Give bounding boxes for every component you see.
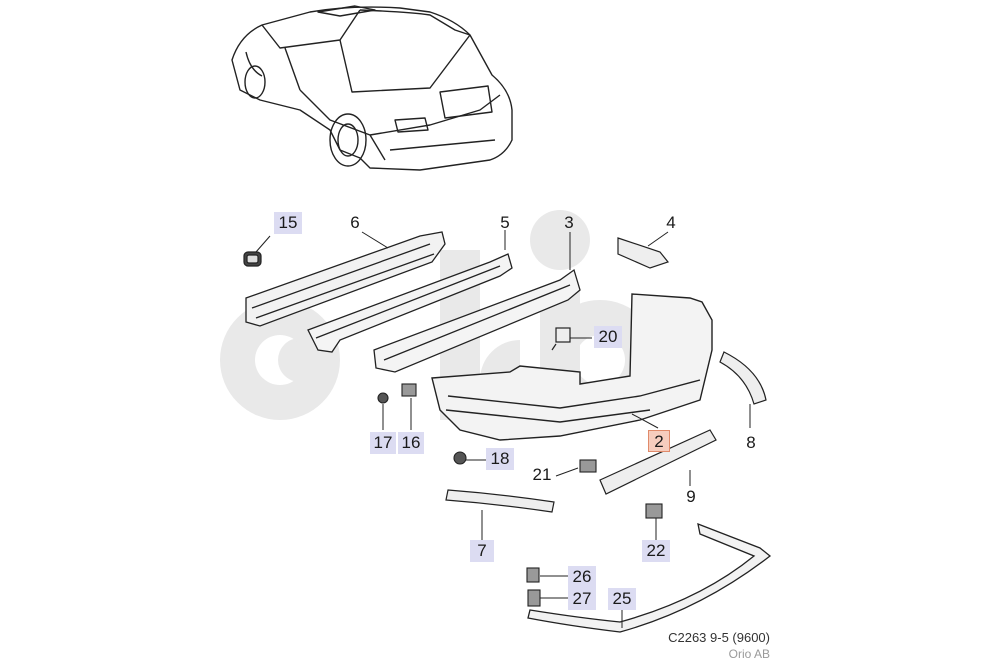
callout-6-text: 6	[350, 213, 360, 232]
callout-20[interactable]: 20	[594, 326, 622, 348]
leader-lines	[255, 230, 751, 628]
small-fasteners	[377, 383, 663, 607]
callout-16[interactable]: 16	[398, 432, 424, 454]
callout-2[interactable]: 2	[648, 430, 670, 452]
callout-4-text: 4	[666, 213, 676, 232]
callout-8-text: 8	[746, 433, 756, 452]
callout-25-text: 25	[612, 589, 632, 608]
callout-7-text: 7	[477, 541, 487, 560]
part-5-bumper-support	[307, 253, 513, 353]
callout-17-text: 17	[373, 433, 393, 452]
callout-21[interactable]: 21	[528, 464, 556, 486]
part-8-side-trim	[719, 351, 767, 405]
callout-9-text: 9	[686, 487, 696, 506]
callout-18-text: 18	[490, 449, 510, 468]
callout-3-text: 3	[564, 213, 574, 232]
part-7-trim-strip	[445, 489, 555, 513]
copyright-text: Orio AB	[728, 647, 770, 661]
car-outline-drawing	[231, 5, 513, 171]
diagram-caption: C2263 9-5 (9600)	[668, 630, 770, 645]
part-15-clip	[243, 251, 262, 267]
callout-8[interactable]: 8	[740, 432, 762, 454]
callout-20-text: 20	[598, 327, 618, 346]
callout-27-text: 27	[572, 589, 592, 608]
callout-3[interactable]: 3	[558, 212, 580, 234]
callout-17[interactable]: 17	[370, 432, 396, 454]
callout-22-text: 22	[646, 541, 666, 560]
callout-26-text: 26	[572, 567, 592, 586]
callout-4[interactable]: 4	[660, 212, 682, 234]
callout-5-text: 5	[500, 213, 510, 232]
part-3-energy-absorber	[373, 268, 581, 373]
callout-6[interactable]: 6	[344, 212, 366, 234]
part-20-fastener	[551, 327, 571, 351]
callout-15[interactable]: 15	[274, 212, 302, 234]
part-4-bracket	[617, 237, 670, 269]
callout-7[interactable]: 7	[470, 540, 494, 562]
callout-27[interactable]: 27	[568, 588, 596, 610]
callout-15-text: 15	[278, 213, 298, 232]
part-6-reinforcement-beam	[245, 231, 446, 327]
part-9-plate-bracket	[599, 429, 717, 495]
part-25-lower-strip	[527, 522, 772, 633]
callout-5[interactable]: 5	[494, 212, 516, 234]
callout-26[interactable]: 26	[568, 566, 596, 588]
callout-21-text: 21	[532, 465, 552, 484]
callout-25[interactable]: 25	[608, 588, 636, 610]
callout-18[interactable]: 18	[486, 448, 514, 470]
callout-9[interactable]: 9	[680, 486, 702, 508]
callout-2-text: 2	[654, 432, 664, 451]
callout-16-text: 16	[401, 433, 421, 452]
callout-22[interactable]: 22	[642, 540, 670, 562]
part-2-bumper-cover	[431, 293, 713, 441]
